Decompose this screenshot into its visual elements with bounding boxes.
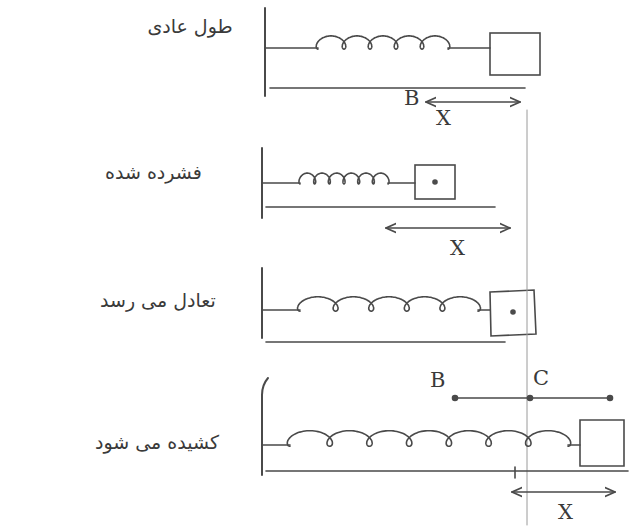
state-label: طول عادی xyxy=(145,12,235,41)
wall xyxy=(261,268,263,338)
mass-block xyxy=(580,420,624,466)
spring-coil xyxy=(316,36,450,49)
tick-mark xyxy=(514,467,516,478)
point-label: X xyxy=(558,500,573,524)
point-label: X xyxy=(436,106,451,130)
dimension-arrow xyxy=(386,227,510,229)
spring-rod xyxy=(262,444,290,446)
spring-coil xyxy=(298,297,481,311)
center-dot xyxy=(511,310,515,314)
state-label: فشرده شده xyxy=(105,162,202,184)
wall xyxy=(264,8,266,96)
point-label: X xyxy=(450,236,465,260)
point-label: B xyxy=(430,368,445,392)
state-label: کشیده می شود xyxy=(95,432,219,454)
point-dot xyxy=(608,396,613,401)
spring-rod xyxy=(448,47,490,49)
point-dot xyxy=(453,396,458,401)
spring-coil xyxy=(299,173,389,184)
spring-coils xyxy=(287,36,570,446)
state-label: تعادل می رسد xyxy=(100,290,216,312)
mass-block xyxy=(490,33,540,75)
spring-rod xyxy=(265,47,318,49)
ground-line xyxy=(266,206,495,208)
spring-rod xyxy=(388,182,415,184)
spring-coil xyxy=(287,431,570,447)
reference-line xyxy=(527,110,528,525)
spring-rod xyxy=(262,309,300,311)
center-dot xyxy=(433,180,437,184)
ground-line xyxy=(266,341,505,343)
ground-line xyxy=(266,470,628,472)
dimension-arrow xyxy=(426,101,520,103)
point-dot xyxy=(528,396,533,401)
point-label: C xyxy=(533,366,549,390)
ground-line xyxy=(270,87,525,89)
mass-block xyxy=(490,290,536,336)
wall xyxy=(262,378,268,475)
point-label: B xyxy=(404,86,419,110)
mass-block xyxy=(415,165,455,199)
dimension-arrow xyxy=(512,491,615,493)
spring-rod xyxy=(262,182,300,184)
